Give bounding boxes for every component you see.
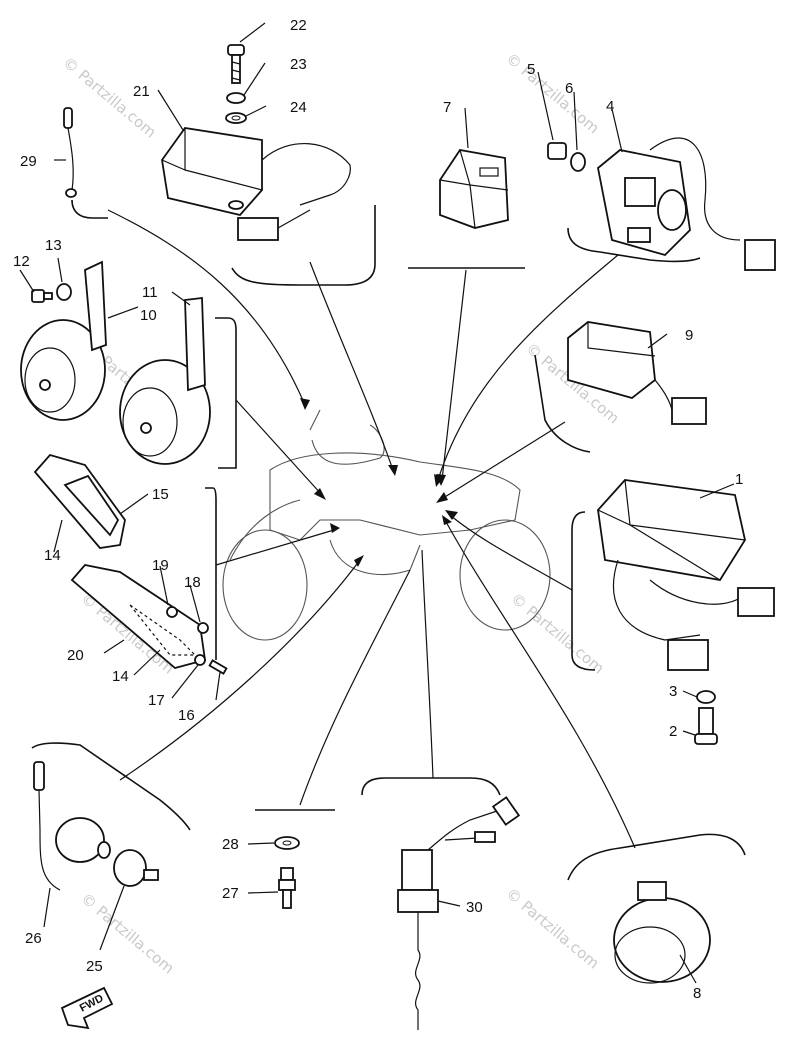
callout-23: 23: [290, 56, 307, 73]
callout-15: 15: [152, 486, 169, 503]
part-15-cover: [33, 453, 126, 549]
callout-17: 17: [148, 692, 165, 709]
callout-1: 1: [735, 471, 743, 488]
part-26-switch: [33, 761, 111, 891]
callout-27: 27: [222, 885, 239, 902]
callout-25: 25: [86, 958, 103, 975]
callout-12: 12: [13, 253, 30, 270]
callout-6: 6: [565, 80, 573, 97]
callout-14-lower: 14: [112, 668, 129, 685]
part-1-regulator: [597, 479, 775, 671]
callout-11: 11: [142, 284, 158, 301]
callout-24: 24: [290, 99, 307, 116]
callout-10: 10: [140, 307, 157, 324]
callout-leaders: [19, 22, 735, 984]
callout-2: 2: [669, 723, 677, 740]
part-27-plug: [278, 867, 296, 909]
callout-20: 20: [67, 647, 84, 664]
part-3-washer: [696, 690, 716, 704]
motorcycle-outline: [222, 409, 551, 641]
part-25-sender: [113, 849, 159, 887]
callout-26: 26: [25, 930, 42, 947]
part-10-horn: [20, 260, 107, 421]
callout-8: 8: [693, 985, 701, 1002]
watermark: © Partzilla.com: [502, 884, 602, 972]
part-28-washer: [274, 836, 300, 850]
callout-28: 28: [222, 836, 239, 853]
part-29-wire-lead: [63, 107, 77, 198]
part-24-washer: [225, 112, 247, 124]
part-16-screw: [208, 659, 228, 675]
callout-22: 22: [290, 17, 307, 34]
callout-29: 29: [20, 153, 37, 170]
part-22-screw: [227, 44, 245, 84]
fwd-arrow-icon: FWD: [60, 986, 114, 1030]
callout-9: 9: [685, 327, 693, 344]
callout-3: 3: [669, 683, 677, 700]
part-6-washer: [570, 152, 586, 172]
part-23-washer: [226, 92, 246, 104]
callout-30: 30: [466, 899, 483, 916]
part-5-nut: [547, 142, 567, 160]
part-12-bolt: [31, 289, 53, 303]
part-19-grommet: [166, 606, 178, 618]
callout-18: 18: [184, 574, 201, 591]
callout-21: 21: [133, 83, 150, 100]
part-17-washer: [194, 654, 206, 666]
callout-7: 7: [443, 99, 451, 116]
callout-5: 5: [527, 61, 535, 78]
part-2-screw: [694, 707, 718, 745]
callout-4: 4: [606, 98, 614, 115]
part-18-grommet: [197, 622, 209, 634]
callout-labels: 22 23 24 21 29 7 5 6 4 9 10 11 13 12 15 …: [13, 17, 743, 1002]
callout-14-upper: 14: [44, 547, 61, 564]
part-13-washer: [56, 283, 72, 301]
callout-13: 13: [45, 237, 62, 254]
group-brackets: [31, 199, 746, 881]
part-30-switch: [397, 796, 521, 1030]
watermark: © Partzilla.com: [502, 49, 602, 137]
part-11-horn: [119, 296, 211, 465]
part-8-flasher: [613, 881, 711, 984]
callout-19: 19: [152, 557, 169, 574]
leader-lines: [107, 209, 636, 849]
part-7-relay: [439, 149, 509, 229]
part-9-relay: [567, 321, 707, 425]
part-4-switch: [597, 137, 776, 271]
part-21-relay: [161, 127, 351, 241]
watermark: © Partzilla.com: [507, 589, 607, 677]
callout-16: 16: [178, 707, 195, 724]
